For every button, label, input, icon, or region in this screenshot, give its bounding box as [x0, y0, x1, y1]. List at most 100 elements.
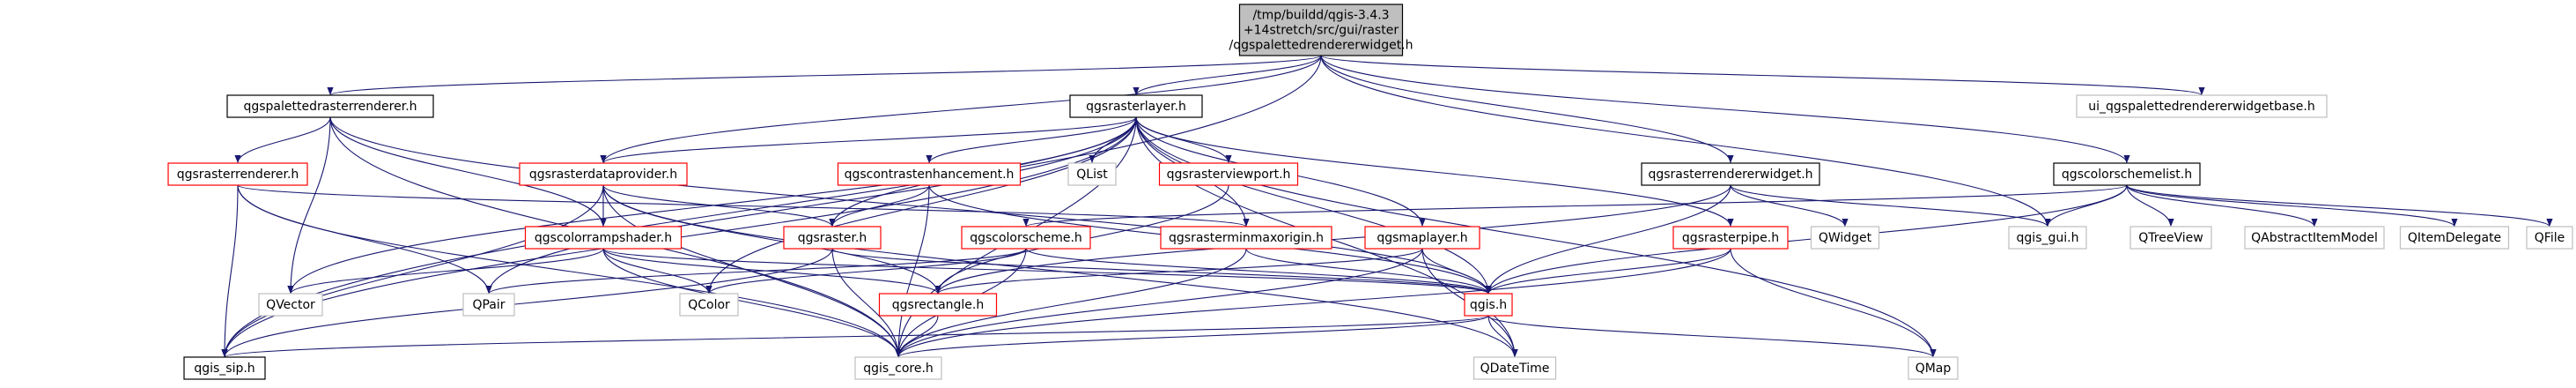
node-qpair[interactable]: QPair	[462, 293, 515, 317]
edge-qgscolorrampshader-to-qcolor	[602, 248, 712, 295]
edge-qgscolorschemelist-to-qabstractitemmodel	[2126, 184, 2318, 228]
node-qabstractitemmodel[interactable]: QAbstractItemModel	[2244, 226, 2385, 250]
edge-qgscolorrampshader-to-qgis_core	[602, 248, 902, 358]
node-qgscolorschemelist[interactable]: qgscolorschemelist.h	[2053, 162, 2201, 186]
node-label-root: /qgspalettedrendererwidget.h	[1229, 39, 1413, 53]
node-label-qvector: QVector	[266, 298, 315, 312]
node-qgsraster[interactable]: qgsraster.h	[783, 226, 882, 250]
edge-qgscontrastenhancement-to-qgis_core	[895, 184, 930, 358]
edge-qgscolorrampshader-to-qgis	[602, 248, 1492, 295]
node-qmap[interactable]: QMap	[1908, 356, 1959, 380]
node-box-qgsrasterminmaxorigin	[1160, 226, 1332, 250]
node-qgscolorscheme[interactable]: qgscolorscheme.h	[961, 226, 1091, 250]
edge-qgscolorschemelist-to-qgscolorscheme	[1022, 184, 2128, 228]
node-label-qgsrasterpipe: qgsrasterpipe.h	[1682, 231, 1779, 245]
node-qfile[interactable]: QFile	[2526, 226, 2573, 250]
node-qvector[interactable]: QVector	[258, 293, 323, 317]
node-box-qgsrasterlayer	[1069, 94, 1203, 118]
edge-qgis-to-qmap	[1487, 315, 1937, 358]
edge-layer	[221, 55, 2553, 358]
node-box-qgsraster	[783, 226, 882, 250]
node-qgis[interactable]: qgis.h	[1464, 293, 1513, 317]
node-box-qgsrasterrendererwidget	[1641, 162, 1820, 186]
edge-qgscolorschemelist-to-qgis	[1485, 184, 2128, 295]
edge-qgsrasterlayer-to-qgsrasterdataprovider	[600, 116, 1137, 164]
node-box-qgsrasterviewport	[1158, 162, 1299, 186]
edge-qgsrasterpipe-to-qgis_core	[895, 248, 1731, 358]
node-label-qgscolorschemelist: qgscolorschemelist.h	[2062, 168, 2192, 182]
edge-qgsrasterlayer-to-qmap	[1135, 116, 1937, 358]
node-qitemdelegate[interactable]: QItemDelegate	[2399, 226, 2510, 250]
node-label-qgsrasterviewport: qgsrasterviewport.h	[1167, 168, 1291, 182]
node-qgis_gui[interactable]: qgis_gui.h	[2008, 226, 2087, 250]
edge-qgsrasterrenderer-to-qgsrasterminmaxorigin	[237, 184, 1250, 228]
node-box-qgsmaplayer	[1364, 226, 1480, 250]
edge-qgscontrastenhancement-to-qgsraster	[829, 184, 930, 228]
node-qgsrasterdataprovider[interactable]: qgsrasterdataprovider.h	[519, 162, 688, 186]
node-qgsrasterviewport[interactable]: qgsrasterviewport.h	[1158, 162, 1299, 186]
node-box-qgspalettedrasterrenderer	[226, 94, 434, 118]
node-box-root	[1238, 4, 1404, 56]
node-qgis_core[interactable]: qgis_core.h	[854, 356, 942, 380]
node-label-qgsrectangle: qgsrectangle.h	[892, 298, 984, 312]
node-label-qmap: QMap	[1915, 362, 1952, 376]
node-qgsrasterminmaxorigin[interactable]: qgsrasterminmaxorigin.h	[1160, 226, 1332, 250]
edge-root-to-qgsrasterlayer	[1133, 55, 1322, 96]
node-root[interactable]: /tmp/buildd/qgis-3.4.3+14stretch/src/gui…	[1229, 4, 1413, 56]
node-box-ui_widgetbase	[2076, 94, 2328, 118]
node-label-qgis_core: qgis_core.h	[863, 362, 934, 376]
node-box-qtreeview	[2129, 226, 2212, 250]
edge-qgis-to-qgis_core	[895, 315, 1489, 358]
node-qgsmaplayer[interactable]: qgsmaplayer.h	[1364, 226, 1480, 250]
node-label-qgsraster: qgsraster.h	[798, 231, 867, 245]
node-qgspalettedrasterrenderer[interactable]: qgspalettedrasterrenderer.h	[226, 94, 434, 118]
node-ui_widgetbase[interactable]: ui_qgspalettedrendererwidgetbase.h	[2076, 94, 2328, 118]
node-qtreeview[interactable]: QTreeView	[2129, 226, 2212, 250]
node-box-qgsrasterpipe	[1672, 226, 1789, 250]
node-label-qtreeview: QTreeView	[2138, 231, 2203, 245]
node-box-qgscolorschemelist	[2053, 162, 2201, 186]
node-box-qcolor	[679, 293, 739, 317]
node-label-root: +14stretch/src/gui/raster	[1244, 24, 1399, 38]
node-label-qpair: QPair	[472, 298, 505, 312]
node-box-qitemdelegate	[2399, 226, 2510, 250]
node-qcolor[interactable]: QColor	[679, 293, 739, 317]
node-box-qgsrectangle	[878, 293, 998, 317]
edge-qgspalettedrasterrenderer-to-qvector	[287, 116, 331, 295]
node-label-qgsrasterlayer: qgsrasterlayer.h	[1086, 100, 1186, 114]
edge-qgsrasterlayer-to-qgis	[1135, 116, 1492, 295]
node-qgsrasterpipe[interactable]: qgsrasterpipe.h	[1672, 226, 1789, 250]
node-label-root: /tmp/buildd/qgis-3.4.3	[1252, 9, 1389, 23]
node-qgis_sip[interactable]: qgis_sip.h	[183, 356, 266, 380]
node-label-qgis: qgis.h	[1470, 298, 1507, 312]
edge-qgsrasterlayer-to-qcolor	[705, 116, 1137, 295]
node-qgsrectangle[interactable]: qgsrectangle.h	[878, 293, 998, 317]
node-layer: /tmp/buildd/qgis-3.4.3+14stretch/src/gui…	[167, 4, 2573, 380]
node-box-qfile	[2526, 226, 2573, 250]
node-label-qgscontrastenhancement: qgscontrastenhancement.h	[845, 168, 1015, 182]
edge-root-to-qgis_gui	[1320, 55, 2051, 228]
node-label-qgsrasterrenderer: qgsrasterrenderer.h	[177, 168, 299, 182]
node-box-qpair	[462, 293, 515, 317]
edge-qgscolorschemelist-to-qtreeview	[2126, 184, 2174, 228]
node-label-qitemdelegate: QItemDelegate	[2408, 231, 2501, 245]
node-qlist[interactable]: QList	[1067, 162, 1117, 186]
node-qgsrasterrendererwidget[interactable]: qgsrasterrendererwidget.h	[1641, 162, 1820, 186]
edge-qgis-to-qgis_sip	[222, 315, 1489, 358]
node-qwidget[interactable]: QWidget	[1810, 226, 1880, 250]
node-label-qfile: QFile	[2535, 231, 2565, 245]
node-box-qgis_gui	[2008, 226, 2087, 250]
edge-root-to-qgsrasterdataprovider	[600, 55, 1322, 164]
node-label-qlist: QList	[1076, 168, 1108, 182]
edge-qgspalettedrasterrenderer-to-qgsrasterrenderer	[234, 116, 331, 164]
node-label-qgis_sip: qgis_sip.h	[194, 362, 255, 376]
node-label-qgsmaplayer: qgsmaplayer.h	[1377, 231, 1467, 245]
node-qgsrasterrenderer[interactable]: qgsrasterrenderer.h	[167, 162, 308, 186]
node-qgsrasterlayer[interactable]: qgsrasterlayer.h	[1069, 94, 1203, 118]
node-qgscontrastenhancement[interactable]: qgscontrastenhancement.h	[837, 162, 1022, 186]
edge-qgspalettedrasterrenderer-to-qgis	[329, 116, 1492, 295]
node-box-qgsrasterdataprovider	[519, 162, 688, 186]
node-box-qgis_core	[854, 356, 942, 380]
node-qgscolorrampshader[interactable]: qgscolorrampshader.h	[524, 226, 683, 250]
node-qdatetime[interactable]: QDateTime	[1473, 356, 1557, 380]
